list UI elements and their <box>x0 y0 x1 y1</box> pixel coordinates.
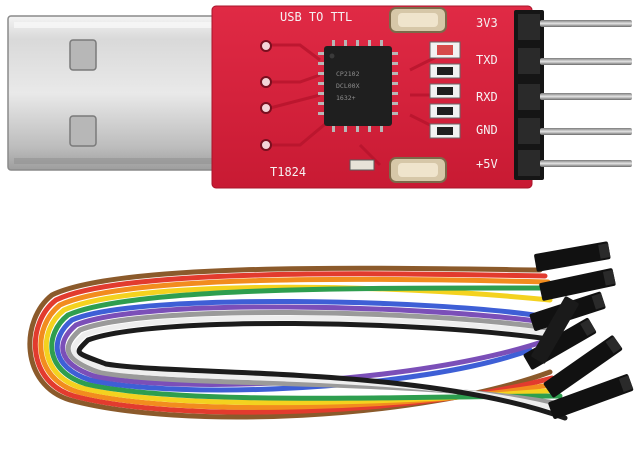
pin-label-5v: +5V <box>476 157 498 171</box>
pcb-via-column <box>260 40 272 151</box>
usb-plug-hole-bottom <box>69 115 97 147</box>
pcb-model-silk: T1824 <box>270 165 306 179</box>
pin-header <box>514 10 632 180</box>
smd-resistor <box>349 159 375 171</box>
pin-label-3v3: 3V3 <box>476 16 498 30</box>
dupont-jumper-cable <box>27 265 568 421</box>
chip-marking-line-2: DCL00X <box>336 82 360 90</box>
chip-marking-line-1: CP2102 <box>336 70 360 78</box>
pin-label-rxd: RXD <box>476 90 498 104</box>
cp2102-chip: CP2102 DCL00X 1632+ <box>318 40 398 132</box>
chip-marking-line-3: 1632+ <box>336 94 356 102</box>
pcb-board: USB TO TTL T1824 CP2102 <box>211 5 533 189</box>
usb-plug-hole-top <box>69 39 97 71</box>
pin-label-txd: TXD <box>476 53 498 67</box>
smd-led-column <box>429 41 461 139</box>
dupont-connectors <box>523 241 634 419</box>
pcb-title-silk: USB TO TTL <box>280 10 352 24</box>
pin-label-gnd: GND <box>476 123 498 137</box>
